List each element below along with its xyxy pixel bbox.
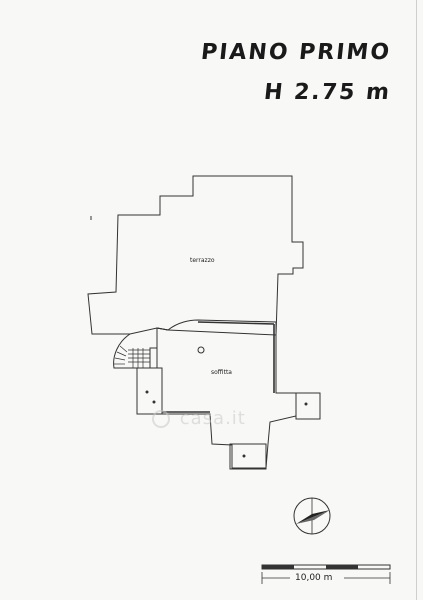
room-label-terrace: terrazzo — [190, 257, 215, 264]
page-edge-divider — [416, 0, 417, 600]
stair-outline — [113, 328, 158, 369]
left-room-marker — [145, 390, 149, 394]
left-room-marker-2 — [152, 400, 156, 404]
scale-label: 10,00 m — [295, 573, 333, 583]
right-room-marker — [304, 402, 308, 406]
attic-top-wall — [197, 321, 275, 325]
chimney-icon — [197, 346, 205, 354]
right-room-outline — [295, 392, 321, 420]
attic-outline — [156, 319, 297, 469]
left-room-outline — [136, 367, 163, 415]
room-label-ceiling: soffitta — [211, 369, 232, 376]
terrace-outline — [87, 175, 304, 336]
bottom-room-marker — [242, 454, 246, 458]
north-arrow-icon — [293, 497, 331, 535]
attic-inner-wall — [156, 327, 169, 331]
casa-logo-icon — [152, 410, 170, 428]
bottom-room-outline — [229, 443, 267, 470]
scale-bar — [261, 564, 391, 584]
stair-treads — [114, 345, 150, 368]
watermark-text: casa.it — [179, 408, 246, 429]
watermark: casa.it — [152, 408, 246, 429]
